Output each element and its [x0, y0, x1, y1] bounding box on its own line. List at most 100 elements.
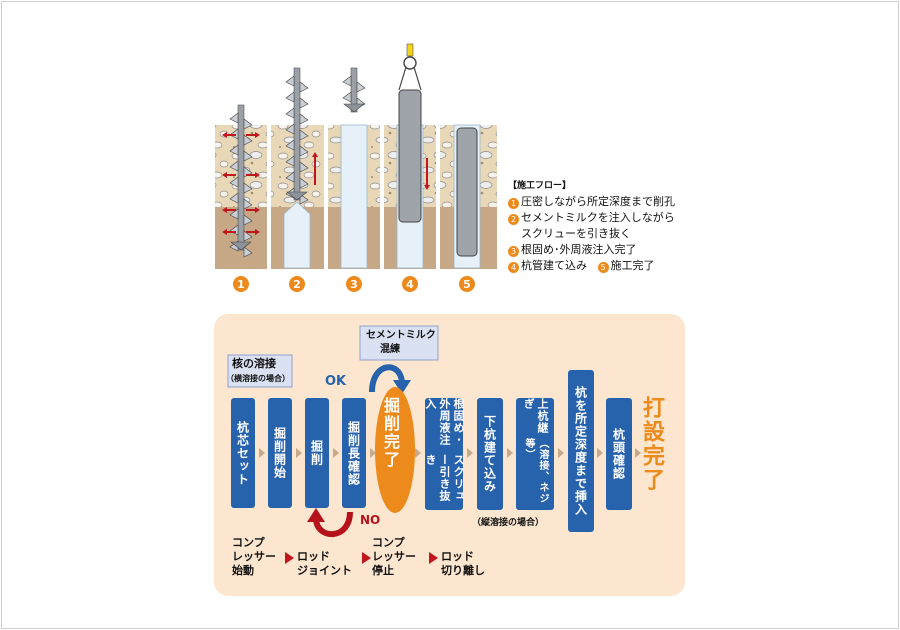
screw-blade	[229, 160, 239, 172]
crane-hook-icon	[403, 56, 417, 70]
screw-blade	[229, 144, 239, 156]
screw-blade	[285, 75, 295, 87]
screw-blade	[243, 134, 253, 146]
drill-bit	[286, 191, 308, 201]
screw-blade	[243, 198, 253, 210]
step-upper-pile-joint: 上杭継ぎ（溶接、ネジ等）	[516, 398, 554, 510]
screw-blade	[229, 176, 239, 188]
screw-blade	[243, 230, 253, 242]
step-pile-center-set: 杭芯セット	[231, 398, 255, 508]
no-return-arrow	[313, 511, 353, 538]
screw-blade	[342, 91, 352, 103]
arrow-right-icon	[222, 207, 227, 213]
step-number-label: 5	[463, 278, 471, 291]
screw-blade	[356, 81, 366, 93]
step-insert-to-depth: 杭を所定深度まで挿入	[568, 370, 594, 532]
flow-connector	[415, 448, 421, 458]
step-excavation-start: 掘削開始	[268, 398, 292, 508]
ok-arrow-head	[393, 380, 411, 394]
screw-blade	[299, 193, 309, 205]
screw-blade	[299, 129, 309, 141]
screw-blade	[299, 113, 309, 125]
flow-connector	[296, 448, 302, 458]
driving-complete-label: 打設完了	[639, 396, 664, 492]
rod-detach-label: ロッド切り離し	[441, 550, 485, 577]
flow-connector	[558, 448, 564, 458]
arrow-right-icon	[222, 229, 227, 235]
arrow-right-icon	[255, 207, 260, 213]
vertical-weld-note: （縦溶接の場合）	[472, 518, 545, 528]
rod-joint-label: ロッドジョイント	[297, 550, 352, 577]
screw-blade	[243, 150, 253, 162]
cement-milk-label: セメントミルク 混練	[366, 330, 436, 355]
screw-blade	[243, 118, 253, 130]
flow-connector	[467, 448, 473, 458]
ok-loop-arrow	[369, 364, 405, 393]
flow-connector	[370, 448, 376, 458]
screw-blade	[285, 139, 295, 151]
step-number-badge	[402, 276, 418, 292]
column-divider	[436, 125, 440, 269]
screw-blade	[229, 208, 239, 220]
screw-blade	[243, 214, 253, 226]
flow-connector	[635, 448, 641, 458]
steel-pile	[398, 89, 422, 223]
column-divider	[324, 125, 328, 269]
screw-blade	[299, 177, 309, 189]
screw-blade	[243, 182, 253, 194]
flow-connector	[597, 448, 603, 458]
screw-blade	[229, 192, 239, 204]
cement-milk-box	[359, 325, 439, 361]
drill-bit	[230, 241, 252, 251]
flow-connector	[507, 448, 513, 458]
step-number-label: 2	[293, 278, 301, 291]
step-number-badge	[459, 276, 475, 292]
step-number-label: 1	[237, 278, 245, 291]
screw-blade	[243, 246, 253, 258]
excavation-done-oval	[375, 387, 415, 513]
step-number-badge	[289, 276, 305, 292]
step-number-label: 4	[406, 278, 414, 291]
legend-title: 【施工フロー】	[508, 181, 572, 191]
screw-blade	[299, 97, 309, 109]
grouted-column	[340, 124, 368, 269]
ok-label: OK	[325, 374, 347, 389]
step-number-label: 3	[350, 278, 358, 291]
arrow-right-icon	[222, 172, 227, 178]
compressor-start-label: コンプレッサー始動	[232, 536, 276, 577]
arrow-right-icon	[429, 552, 438, 564]
step-excavation-length-check: 掘削長確認	[342, 398, 366, 508]
flow-connector	[333, 448, 339, 458]
screw-blade	[342, 75, 352, 87]
screw-blade	[299, 81, 309, 93]
column-divider	[267, 125, 271, 269]
step-excavation: 掘削	[305, 398, 329, 508]
step-pile-head-check: 杭頭確認	[606, 398, 632, 510]
cement-milk-column	[283, 201, 311, 269]
no-arrow-head	[307, 508, 325, 522]
arrow-right-icon	[255, 229, 260, 235]
screw-blade	[285, 91, 295, 103]
screw-blade	[285, 107, 295, 119]
drill-bit	[343, 103, 365, 113]
step-number-badge	[233, 276, 249, 292]
no-label: NO	[360, 513, 381, 527]
core-weld-note: （横溶接の場合）	[226, 374, 290, 383]
screw-blade	[229, 112, 239, 124]
column-divider	[380, 125, 384, 269]
step-base-consolidation: 根固め･外周液注入スクリュー引き抜き	[424, 398, 465, 510]
arrow-right-icon	[222, 132, 227, 138]
screw-blade	[299, 161, 309, 173]
arrow-right-icon	[255, 132, 260, 138]
arrow-down-icon	[424, 185, 430, 190]
steel-pile	[456, 127, 478, 257]
screw-blade	[285, 123, 295, 135]
core-weld-label: 核の溶接	[232, 357, 276, 370]
